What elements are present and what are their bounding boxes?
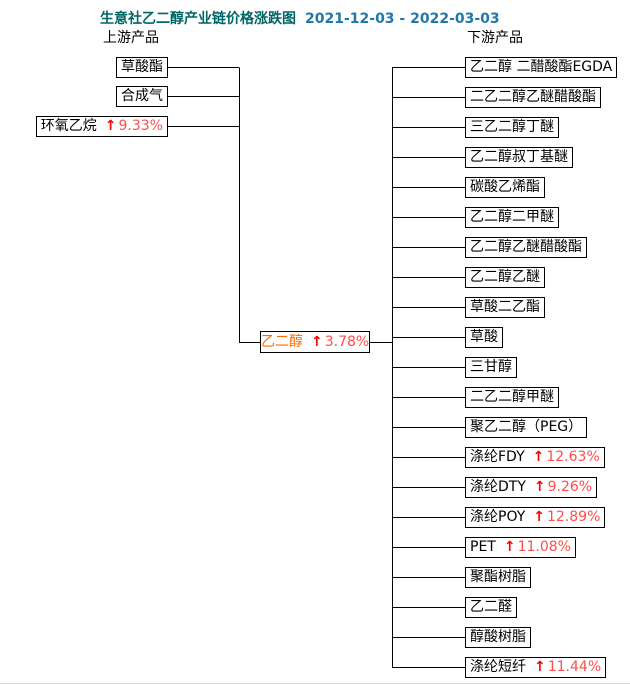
downstream-node: 三乙二醇丁醚 <box>465 117 559 138</box>
product-label: 醇酸树脂 <box>470 629 526 645</box>
change-percent: 11.08% <box>517 539 571 555</box>
up-arrow-icon: ↑ <box>533 479 546 495</box>
downstream-node: 聚乙二醇（PEG） <box>465 417 588 438</box>
product-label: 涤纶短纤 <box>470 659 526 675</box>
center-node: 乙二醇 ↑3.78% <box>260 331 370 353</box>
downstream-node: 乙二醛 <box>465 597 517 618</box>
product-label: 涤纶POY <box>470 509 526 525</box>
product-label: 乙二醇 二醋酸酯EGDA <box>470 59 613 75</box>
downstream-node: 二乙二醇甲醚 <box>465 387 559 408</box>
product-label: 聚酯树脂 <box>470 569 526 585</box>
product-label: 乙二醛 <box>470 599 512 615</box>
downstream-node: 聚酯树脂 <box>465 567 531 588</box>
product-label: 乙二醇乙醚醋酸酯 <box>470 239 582 255</box>
downstream-node: PET ↑11.08% <box>465 537 576 558</box>
downstream-node: 乙二醇叔丁基醚 <box>465 147 573 168</box>
product-label: 草酸 <box>470 329 498 345</box>
upstream-node: 草酸酯 <box>116 57 168 78</box>
up-arrow-icon: ↑ <box>104 118 117 134</box>
downstream-node: 涤纶FDY ↑12.63% <box>465 447 605 468</box>
downstream-node: 乙二醇乙醚醋酸酯 <box>465 237 587 258</box>
product-label: 三乙二醇丁醚 <box>470 119 554 135</box>
downstream-node: 碳酸乙烯酯 <box>465 177 545 198</box>
product-label: 乙二醇二甲醚 <box>470 209 554 225</box>
downstream-node: 涤纶短纤 ↑11.44% <box>465 657 607 678</box>
change-percent: 11.44% <box>547 659 602 675</box>
downstream-node: 涤纶DTY ↑9.26% <box>465 477 598 498</box>
title-text: 生意社乙二醇产业链价格涨跌图 <box>100 11 296 27</box>
product-label: 碳酸乙烯酯 <box>470 179 540 195</box>
bottom-divider <box>0 683 630 684</box>
downstream-node: 涤纶POY ↑12.89% <box>465 507 606 528</box>
downstream-node: 草酸 <box>465 327 503 348</box>
up-arrow-icon: ↑ <box>532 449 545 465</box>
product-label: PET <box>470 539 496 555</box>
product-label: 乙二醇 <box>261 334 303 350</box>
product-label: 涤纶DTY <box>470 479 526 495</box>
product-label: 乙二醇乙醚 <box>470 269 540 285</box>
up-arrow-icon: ↑ <box>311 334 323 350</box>
downstream-node: 草酸二乙酯 <box>465 297 545 318</box>
product-label: 二乙二醇乙醚醋酸酯 <box>470 89 596 105</box>
product-label: 涤纶FDY <box>470 449 525 465</box>
up-arrow-icon: ↑ <box>503 539 516 555</box>
product-label: 二乙二醇甲醚 <box>470 389 554 405</box>
up-arrow-icon: ↑ <box>534 659 546 675</box>
product-label: 环氧乙烷 <box>40 118 97 134</box>
product-label: 聚乙二醇（PEG） <box>470 419 583 435</box>
change-percent: 3.78% <box>324 334 370 350</box>
product-label: 乙二醇叔丁基醚 <box>470 149 568 165</box>
change-percent: 9.33% <box>118 118 163 134</box>
upstream-node: 环氧乙烷 ↑9.33% <box>35 116 168 137</box>
downstream-node: 乙二醇乙醚 <box>465 267 545 288</box>
downstream-node: 乙二醇二甲醚 <box>465 207 559 228</box>
downstream-node: 二乙二醇乙醚醋酸酯 <box>465 87 601 108</box>
upstream-heading: 上游产品 <box>103 30 159 46</box>
downstream-heading: 下游产品 <box>467 30 523 46</box>
title-date-range: 2021-12-03 - 2022-03-03 <box>305 11 500 27</box>
downstream-node: 三甘醇 <box>465 357 517 378</box>
product-label: 草酸酯 <box>121 59 163 75</box>
upstream-node: 合成气 <box>116 86 168 107</box>
downstream-node: 醇酸树脂 <box>465 627 531 648</box>
change-percent: 12.89% <box>546 509 601 525</box>
change-percent: 9.26% <box>547 479 593 495</box>
change-percent: 12.63% <box>546 449 600 465</box>
product-label: 草酸二乙酯 <box>470 299 540 315</box>
chart-title: 生意社乙二醇产业链价格涨跌图 2021-12-03 - 2022-03-03 <box>100 8 500 28</box>
downstream-node: 乙二醇 二醋酸酯EGDA <box>465 57 618 78</box>
product-label: 三甘醇 <box>470 359 512 375</box>
up-arrow-icon: ↑ <box>533 509 545 525</box>
product-label: 合成气 <box>121 88 163 104</box>
